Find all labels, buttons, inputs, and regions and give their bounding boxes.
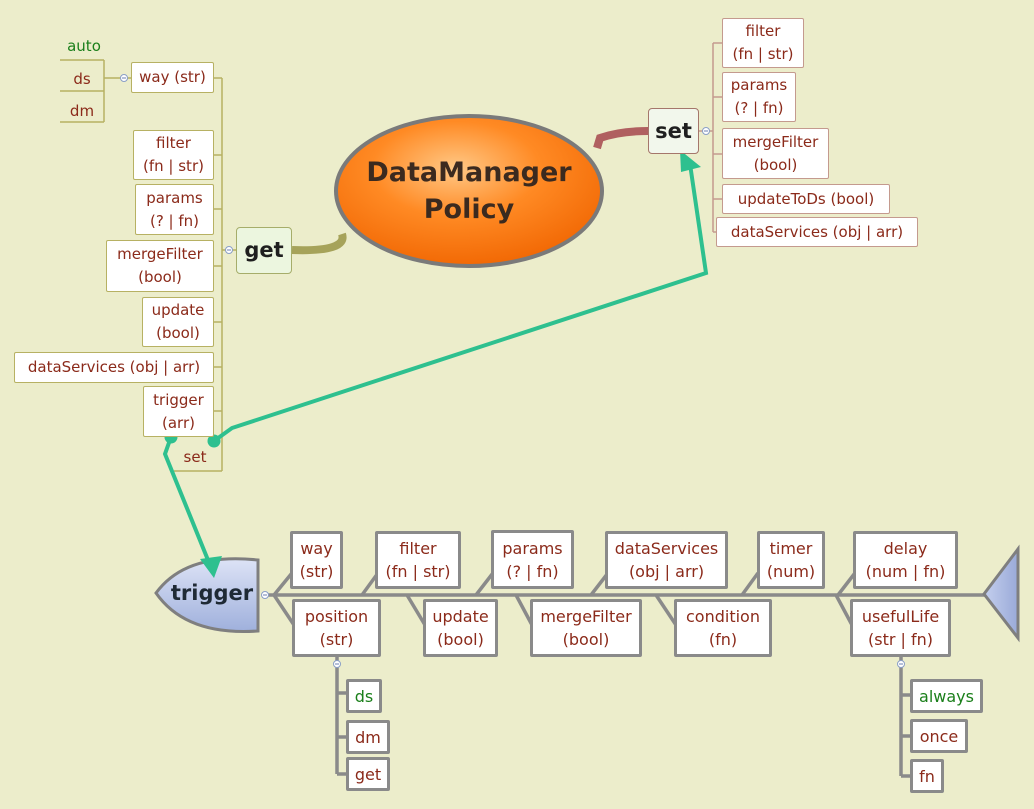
node-line: (str) xyxy=(319,630,354,649)
node-line: (num) xyxy=(766,562,816,581)
way-option-dm[interactable]: dm xyxy=(69,101,95,120)
node-line: filter xyxy=(745,22,781,40)
node-line: (fn) xyxy=(708,630,738,649)
node-line: (? | fn) xyxy=(506,561,559,581)
node-line: mergeFilter xyxy=(732,132,819,151)
set-filter-node[interactable]: filter (fn | str) xyxy=(722,18,804,68)
node-line: params xyxy=(146,188,203,207)
get-way-node[interactable]: way (str) xyxy=(131,62,214,93)
get-dataservices-node[interactable]: dataServices (obj | arr) xyxy=(14,352,214,383)
get-tree-lines xyxy=(60,59,236,472)
central-topic-line1: DataManager xyxy=(366,157,572,188)
node-line: (str) xyxy=(299,562,334,581)
central-topic[interactable]: DataManager Policy xyxy=(340,148,598,234)
node-line: condition xyxy=(686,607,760,626)
node-line: (fn | str) xyxy=(385,562,451,581)
position-option-get[interactable]: get xyxy=(346,757,390,791)
trigger-timer-node[interactable]: timer (num) xyxy=(757,531,825,589)
node-line: filter xyxy=(156,134,191,152)
node-line: (bool) xyxy=(437,630,484,649)
trigger-params-node[interactable]: params (? | fn) xyxy=(491,530,574,589)
set-mergefilter-node[interactable]: mergeFilter (bool) xyxy=(722,128,829,179)
node-line: timer xyxy=(769,539,813,558)
set-dataservices-node[interactable]: dataServices (obj | arr) xyxy=(716,217,918,247)
usefullife-option-always[interactable]: always xyxy=(910,679,983,713)
node-line: params xyxy=(502,538,563,558)
usefullife-option-once[interactable]: once xyxy=(910,719,968,753)
node-line: delay xyxy=(883,539,928,558)
node-line: (? | fn) xyxy=(734,99,784,117)
node-line: position xyxy=(304,607,369,626)
node-line: (str | fn) xyxy=(867,630,933,649)
set-updatetods-node[interactable]: updateToDs (bool) xyxy=(722,184,890,214)
node-line: mergeFilter xyxy=(540,607,632,626)
trigger-usefullife-node[interactable]: usefulLife (str | fn) xyxy=(850,599,951,657)
fishbone-tail xyxy=(982,544,1020,643)
trigger-update-node[interactable]: update (bool) xyxy=(423,599,498,657)
set-params-node[interactable]: params (? | fn) xyxy=(722,72,796,122)
trigger-dataservices-node[interactable]: dataServices (obj | arr) xyxy=(605,531,728,589)
trigger-filter-node[interactable]: filter (fn | str) xyxy=(375,531,461,589)
get-trigger-node[interactable]: trigger (arr) xyxy=(143,386,214,437)
node-line: (obj | arr) xyxy=(628,562,705,581)
trigger-delay-node[interactable]: delay (num | fn) xyxy=(853,531,958,589)
get-topic[interactable]: get xyxy=(236,227,292,274)
get-params-node[interactable]: params (? | fn) xyxy=(135,184,214,235)
trigger-position-node[interactable]: position (str) xyxy=(292,599,381,657)
position-option-ds[interactable]: ds xyxy=(346,679,382,713)
node-line: (bool) xyxy=(138,268,182,286)
usefullife-option-fn[interactable]: fn xyxy=(910,759,944,793)
trigger-condition-node[interactable]: condition (fn) xyxy=(674,599,772,657)
node-line: (bool) xyxy=(562,630,610,649)
trigger-mergefilter-node[interactable]: mergeFilter (bool) xyxy=(530,599,642,657)
node-line: dataServices xyxy=(614,539,719,558)
node-line: trigger xyxy=(153,390,204,409)
central-ellipse xyxy=(334,114,604,268)
set-topic[interactable]: set xyxy=(648,108,699,154)
node-line: update xyxy=(151,301,205,319)
node-line: (arr) xyxy=(162,413,195,432)
relationship-arrows[interactable] xyxy=(162,150,709,578)
way-option-auto[interactable]: auto xyxy=(67,36,101,55)
node-line: mergeFilter xyxy=(117,245,203,263)
node-line: way xyxy=(300,539,333,558)
node-line: usefulLife xyxy=(861,607,940,626)
get-filter-node[interactable]: filter (fn | str) xyxy=(133,130,214,180)
get-set-node[interactable]: set xyxy=(183,447,207,466)
node-line: (fn | str) xyxy=(732,45,794,63)
node-line: (bool) xyxy=(156,324,200,342)
node-line: (num | fn) xyxy=(865,562,946,581)
node-line: (bool) xyxy=(753,155,798,174)
trigger-topic[interactable]: trigger xyxy=(170,581,254,605)
central-topic-line2: Policy xyxy=(423,194,515,225)
node-line: (? | fn) xyxy=(149,211,200,230)
way-option-ds[interactable]: ds xyxy=(73,69,91,88)
trigger-way-node[interactable]: way (str) xyxy=(290,531,343,589)
node-line: filter xyxy=(399,539,437,558)
node-line: (fn | str) xyxy=(143,157,204,175)
get-update-node[interactable]: update (bool) xyxy=(142,297,214,347)
node-line: update xyxy=(432,607,489,626)
set-tree-lines xyxy=(698,42,722,233)
node-line: params xyxy=(730,76,788,94)
get-mergefilter-node[interactable]: mergeFilter (bool) xyxy=(106,240,214,292)
trigger-head-shape xyxy=(154,557,260,634)
position-option-dm[interactable]: dm xyxy=(346,720,390,754)
